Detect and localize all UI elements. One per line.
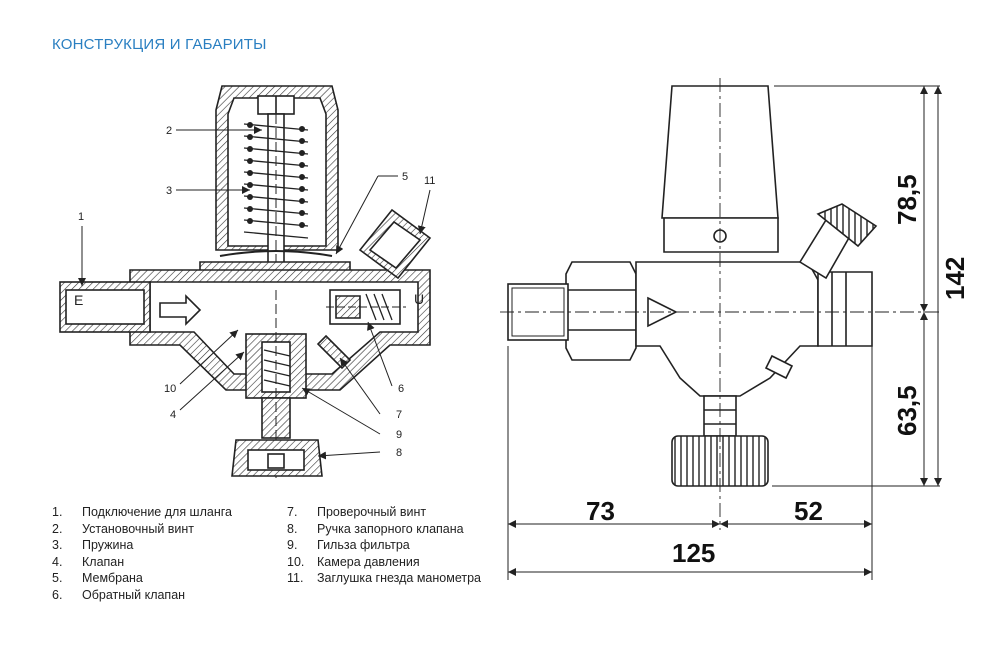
legend-item: 6.Обратный клапан xyxy=(52,587,186,602)
inlet-label: E xyxy=(74,292,83,308)
legend-item: 8.Ручка запорного клапана xyxy=(287,521,464,536)
shutoff-knob xyxy=(231,439,323,477)
check-valve xyxy=(326,289,406,325)
legend-left: 1.Подключение для шланга 2.Установочный … xyxy=(52,504,232,604)
callout-6: 6 xyxy=(398,383,404,395)
gauge-cap xyxy=(816,203,878,248)
valve-stem xyxy=(245,290,307,478)
dim-total-width: 125 xyxy=(672,538,715,568)
callout-3: 3 xyxy=(166,185,172,197)
legend-item: 3.Пружина xyxy=(52,538,134,553)
legend-item: 1.Подключение для шланга xyxy=(52,505,232,519)
callout-10: 10 xyxy=(164,383,176,395)
callout-9: 9 xyxy=(396,429,402,441)
dimension-lines xyxy=(507,85,942,580)
callout-11: 11 xyxy=(424,175,435,187)
section-view: E U xyxy=(59,85,432,478)
body xyxy=(635,261,819,397)
legend-item: 10.Камера давления xyxy=(287,554,420,569)
callout-4: 4 xyxy=(170,409,176,421)
outlet-label: U xyxy=(414,291,424,307)
callout-7: 7 xyxy=(396,409,402,421)
legend-item: 2.Установочный винт xyxy=(52,521,195,536)
callout-1: 1 xyxy=(78,211,84,223)
legend-item: 4.Клапан xyxy=(52,554,125,569)
dim-right-width: 52 xyxy=(794,496,823,526)
center-lines xyxy=(500,78,940,530)
spring xyxy=(243,122,309,239)
callout-numbers: 1 2 3 4 5 6 7 8 9 10 11 xyxy=(78,125,435,459)
dim-total-height: 142 xyxy=(940,257,970,300)
legend-right: 7.Проверочный винт 8.Ручка запорного кла… xyxy=(287,504,481,587)
dim-left-width: 73 xyxy=(586,496,615,526)
legend-item: 7.Проверочный винт xyxy=(287,505,427,519)
external-view xyxy=(507,85,878,487)
dimension-values: 78,5 142 63,5 73 52 125 xyxy=(586,174,970,568)
legend-item: 5.Мембрана xyxy=(52,571,143,586)
inlet-nut xyxy=(565,261,637,361)
legend-item: 11.Заглушка гнезда манометра xyxy=(287,571,482,586)
callout-2: 2 xyxy=(166,125,172,137)
callout-lines xyxy=(78,126,431,460)
outlet xyxy=(817,271,873,347)
dim-top-height: 78,5 xyxy=(892,174,922,225)
hose-connection xyxy=(59,281,202,333)
callout-5: 5 xyxy=(402,171,408,183)
check-screw-boss xyxy=(764,354,794,380)
dim-bottom-height: 63,5 xyxy=(892,385,922,436)
callout-8: 8 xyxy=(396,447,402,459)
page-title: КОНСТРУКЦИЯ И ГАБАРИТЫ xyxy=(52,36,267,53)
gauge-plug xyxy=(358,208,432,280)
legend-item: 9.Гильза фильтра xyxy=(287,538,410,553)
